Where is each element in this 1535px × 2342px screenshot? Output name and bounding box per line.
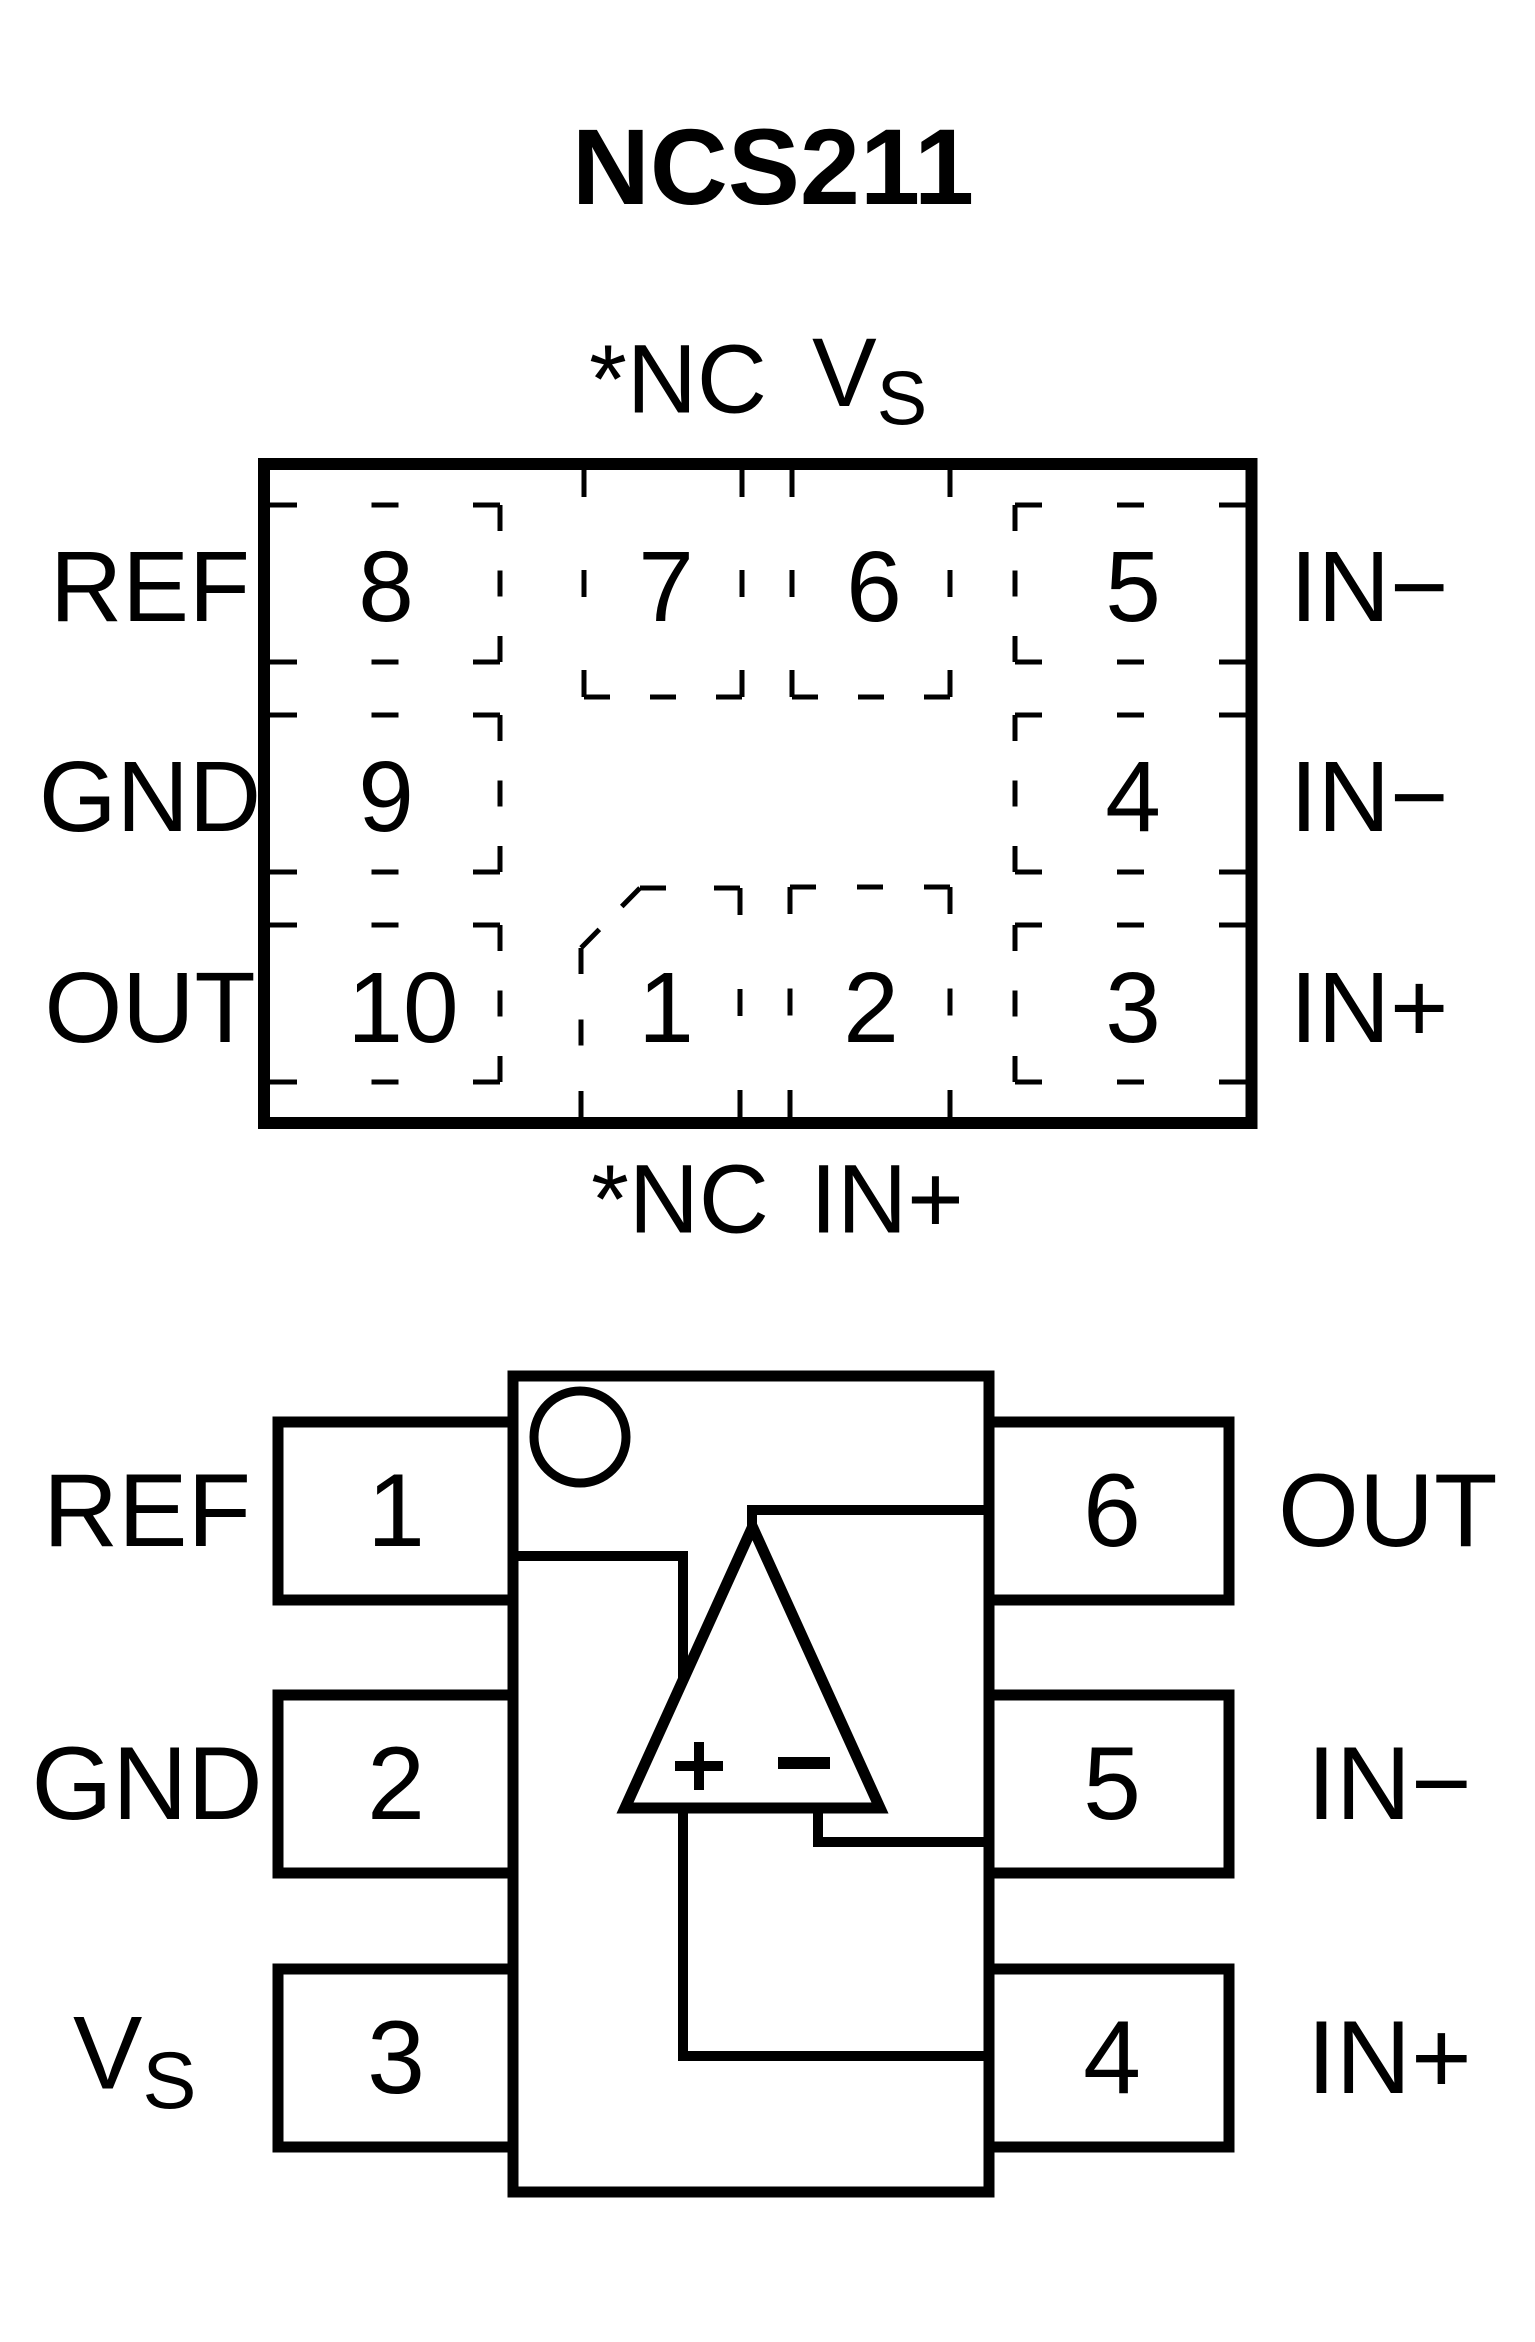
- dfn-pad-8: [270, 502, 503, 665]
- sot-label-gnd: GND: [31, 1726, 263, 1842]
- dfn-label-ref: REF: [50, 531, 250, 643]
- pin1-indicator-circle: [529, 1386, 631, 1488]
- dfn-pad-number-9: 9: [358, 741, 414, 853]
- sot-pin-1: [272, 1416, 519, 1606]
- opamp-plus-icon: [675, 1742, 723, 1790]
- dfn-pad-4: [1012, 712, 1246, 875]
- dfn-pad-number-5: 5: [1105, 531, 1161, 643]
- page-title: NCS211: [571, 106, 975, 227]
- sot-pin-number-4: 4: [1083, 2000, 1141, 2116]
- dfn-label-gnd: GND: [38, 741, 262, 853]
- opamp-triangle: [616, 1513, 889, 1814]
- dfn-pad-9: [270, 712, 503, 875]
- sot-pin-5: [983, 1689, 1235, 1879]
- dfn-pad-number-2: 2: [843, 952, 899, 1064]
- in-minus-wire: [813, 1803, 989, 1847]
- sot-label-out: OUT: [1278, 1453, 1498, 1569]
- sot-pin-number-1: 1: [367, 1453, 425, 1569]
- dfn-pad-10: [270, 922, 503, 1085]
- sot-pin-number-5: 5: [1083, 1726, 1141, 1842]
- sot-pin-number-3: 3: [367, 2000, 425, 2116]
- dfn-label-in-minus-1: IN−: [1290, 531, 1449, 643]
- sot-pin-3: [272, 1963, 519, 2153]
- sot-label-in-plus: IN+: [1307, 2000, 1472, 2116]
- sot-pin-2: [272, 1689, 519, 1879]
- dfn-pad-number-10: 10: [347, 952, 459, 1064]
- dfn-pad-2: [787, 884, 953, 1117]
- dfn-package-outline: [258, 458, 1258, 1129]
- dfn-bottom-label-in-plus: IN+: [810, 1144, 964, 1254]
- dfn-pad-5: [1012, 502, 1246, 665]
- dfn-label-in-plus: IN+: [1290, 952, 1449, 1064]
- dfn-pad-number-7: 7: [638, 531, 694, 643]
- dfn-label-out: OUT: [44, 952, 256, 1064]
- dfn-pad-number-1: 1: [638, 952, 694, 1064]
- sot-label-in-minus: IN−: [1307, 1726, 1472, 1842]
- dfn-pad-1: [578, 885, 743, 1117]
- sot-vs-sub: S: [142, 2036, 197, 2127]
- dfn-top-label-nc: *NC: [589, 324, 767, 434]
- dfn-bottom-label-nc: *NC: [591, 1144, 769, 1254]
- sot-vs-main: V: [73, 1995, 143, 2112]
- vs-main: V: [812, 318, 877, 428]
- dfn-pad-number-8: 8: [358, 531, 414, 643]
- dfn-pad-7: [581, 470, 745, 700]
- dfn-pad-number-6: 6: [846, 531, 902, 643]
- dfn-pad-6: [789, 470, 953, 700]
- dfn-pad-number-3: 3: [1105, 952, 1161, 1064]
- sot-pin-number-6: 6: [1083, 1453, 1141, 1569]
- dfn-top-label-vs: VS: [812, 324, 927, 438]
- sot-pin-number-2: 2: [367, 1726, 425, 1842]
- dfn-pad-3: [1012, 922, 1246, 1085]
- dfn-label-in-minus-2: IN−: [1290, 741, 1449, 853]
- dfn-pad-number-4: 4: [1105, 741, 1161, 853]
- vs-sub: S: [876, 357, 928, 442]
- sot-label-ref: REF: [43, 1453, 251, 1569]
- out-wire: [747, 1505, 989, 1532]
- sot-label-vs: VS: [73, 2002, 196, 2123]
